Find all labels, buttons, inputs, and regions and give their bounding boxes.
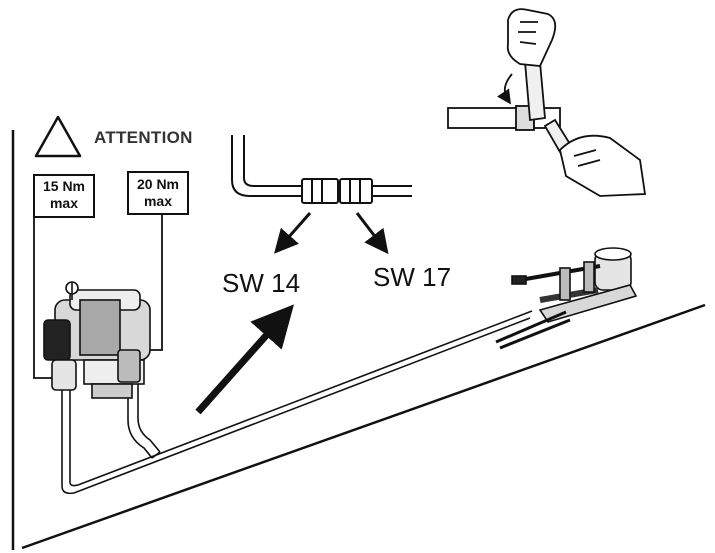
- torque-limit: max: [143, 193, 173, 209]
- pipe-fitting-detail: [231, 135, 412, 204]
- gas-line: [61, 310, 533, 495]
- big-arrow: [195, 304, 294, 415]
- hands-with-wrenches: [447, 8, 647, 197]
- floor-line: [21, 303, 706, 550]
- torque-label-15: 15 Nm max: [34, 178, 94, 212]
- pilot-burner: [495, 247, 638, 350]
- torque-value: 15 Nm: [42, 178, 86, 194]
- attention-label: ATTENTION: [94, 128, 193, 147]
- torque-value: 20 Nm: [136, 176, 180, 192]
- torque-box-15: [33, 174, 95, 218]
- torque-box-20: [127, 171, 189, 215]
- torque-label-20: 20 Nm max: [128, 176, 188, 210]
- wrench-size-sw17: SW 17: [373, 262, 452, 292]
- torque-limit: max: [49, 195, 79, 211]
- warning-triangle-icon: [34, 115, 82, 158]
- arrow-sw17: [355, 212, 389, 255]
- wrench-size-sw14: SW 14: [222, 268, 301, 298]
- gas-valve: [43, 281, 151, 399]
- arrow-sw14: [274, 212, 312, 254]
